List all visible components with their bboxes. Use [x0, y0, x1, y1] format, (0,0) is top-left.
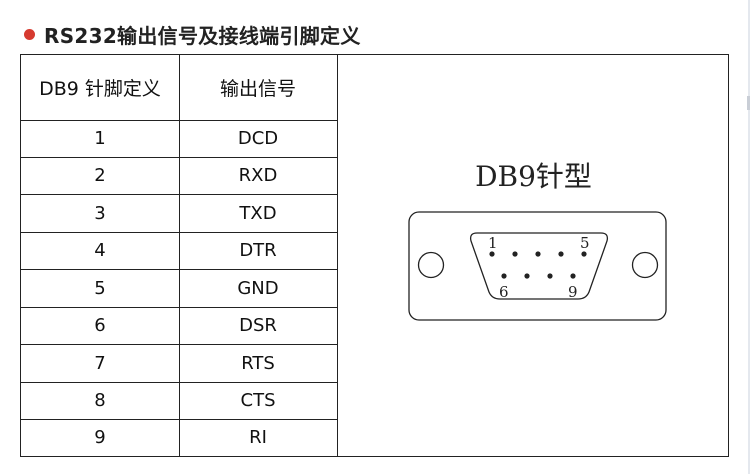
pin-dot — [581, 251, 587, 257]
pin-label-6: 6 — [499, 283, 509, 301]
page-edge-divider — [748, 0, 750, 474]
signal-cell: DCD — [237, 128, 279, 149]
pin-dot — [535, 251, 541, 257]
pin-label-1: 1 — [488, 234, 498, 252]
row-divider — [21, 382, 337, 383]
pin-dot — [524, 273, 530, 279]
connector-face — [469, 232, 609, 300]
pin-number-cell: 5 — [94, 277, 106, 299]
signal-cell: RI — [249, 427, 267, 448]
pin-number-cell: 8 — [94, 390, 106, 411]
row-divider — [21, 419, 337, 420]
row-divider — [21, 120, 337, 121]
row-divider — [21, 307, 337, 308]
page-title: RS232输出信号及接线端引脚定义 — [44, 23, 361, 48]
connector-title: DB9针型 — [475, 160, 592, 193]
scroll-indicator — [747, 96, 750, 110]
pin-dot — [558, 251, 564, 257]
mounting-hole-right — [631, 251, 659, 279]
pin-number-cell: 1 — [94, 128, 106, 149]
pin-dot — [501, 273, 507, 279]
row-divider — [21, 232, 337, 233]
pin-number-cell: 4 — [94, 240, 106, 261]
header-output-signal: 输出信号 — [219, 78, 296, 100]
mounting-hole-left — [417, 251, 445, 279]
pin-label-9: 9 — [568, 283, 578, 301]
pin-definition-table: DB9 针脚定义 输出信号 1 DCD 2 RXD 3 TXD 4 DTR 5 … — [20, 54, 729, 457]
signal-cell: TXD — [239, 202, 277, 224]
signal-cell: DSR — [239, 315, 277, 336]
header-pin-definition: DB9 针脚定义 — [39, 78, 161, 100]
pin-number-cell: 9 — [94, 427, 106, 448]
pin-number-cell: 6 — [94, 315, 106, 336]
pin-dot — [489, 251, 495, 257]
row-divider — [21, 157, 337, 158]
pin-dot — [547, 273, 553, 279]
bullet-icon — [24, 28, 35, 40]
pin-number-cell: 3 — [94, 202, 106, 224]
column-divider — [179, 55, 180, 456]
column-divider — [337, 55, 338, 456]
pin-number-cell: 2 — [94, 165, 106, 186]
row-divider — [21, 344, 337, 345]
signal-cell: DTR — [239, 240, 277, 261]
db9-connector-diagram: 1 5 6 9 — [408, 211, 667, 321]
pin-number-cell: 7 — [94, 352, 106, 374]
pin-dot — [570, 273, 576, 279]
connector-diagram-panel: DB9针型 1 5 6 9 — [339, 55, 728, 456]
pin-dot — [512, 251, 518, 257]
connector-shell — [408, 211, 667, 321]
page-heading: RS232输出信号及接线端引脚定义 — [24, 20, 361, 48]
row-divider — [21, 269, 337, 270]
signal-cell: RTS — [241, 352, 275, 374]
signal-cell: GND — [237, 277, 279, 299]
row-divider — [21, 194, 337, 195]
signal-cell: RXD — [238, 165, 278, 186]
pin-label-5: 5 — [580, 234, 590, 252]
signal-cell: CTS — [240, 390, 276, 411]
